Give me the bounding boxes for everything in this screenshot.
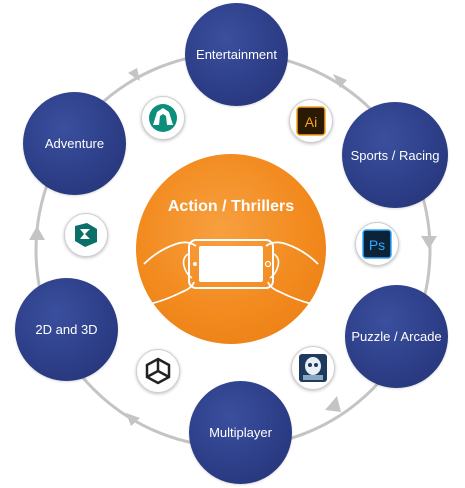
arrow-head — [29, 226, 45, 240]
node-label: Adventure — [44, 136, 105, 151]
node-label: 2D and 3D — [35, 322, 98, 337]
photoshop-badge: Ps — [355, 222, 399, 266]
smartphone-in-hands-icon — [143, 239, 319, 305]
arrow-head — [421, 236, 437, 249]
node-adventure: Adventure — [23, 92, 126, 195]
node-multiplayer: Multiplayer — [189, 381, 292, 484]
3dsmax-badge — [64, 213, 108, 257]
cocos2d-icon — [299, 354, 327, 382]
node-label: Sports / Racing — [350, 147, 440, 163]
node-2d-3d: 2D and 3D — [15, 278, 118, 381]
adobe-photoshop-icon: Ps — [362, 229, 392, 259]
svg-text:Ai: Ai — [305, 114, 317, 130]
sketchup-badge — [141, 96, 185, 140]
svg-text:Ps: Ps — [369, 237, 385, 253]
arrow-head — [325, 396, 341, 412]
arrow-head — [128, 68, 140, 81]
arrow-head — [333, 74, 347, 88]
adobe-illustrator-icon: Ai — [296, 106, 326, 136]
node-label: Entertainment — [196, 47, 277, 62]
unity-icon — [145, 357, 171, 385]
node-entertainment: Entertainment — [185, 3, 288, 106]
node-puzzle-arcade: Puzzle / Arcade — [345, 285, 448, 388]
center-genre: Action / Thrillers — [136, 154, 326, 344]
node-label: Puzzle / Arcade — [351, 329, 442, 344]
illustrator-badge: Ai — [289, 99, 333, 143]
arrow-head — [126, 413, 140, 426]
cocos2d-badge — [291, 346, 335, 390]
unity-badge — [136, 349, 180, 393]
sketchup-icon — [149, 104, 177, 132]
node-sports-racing: Sports / Racing — [342, 102, 448, 208]
3ds-max-icon — [75, 223, 97, 247]
center-title: Action / Thrillers — [167, 198, 295, 215]
node-label: Multiplayer — [209, 425, 272, 440]
